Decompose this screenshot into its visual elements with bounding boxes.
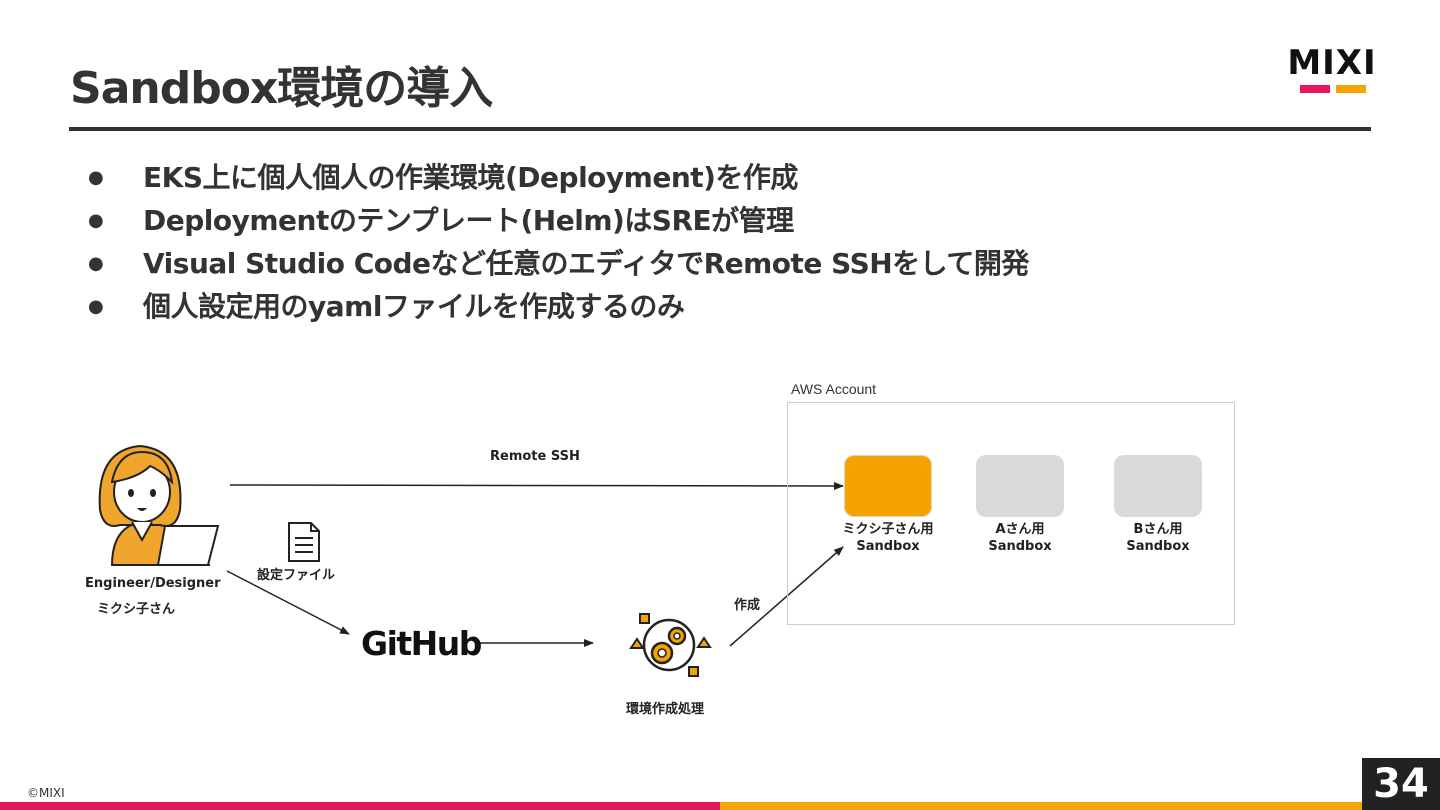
page-number: 34 xyxy=(1362,758,1440,810)
sandbox-owner: Aさん用 xyxy=(995,522,1045,537)
sandbox-b xyxy=(1114,455,1202,517)
sandbox-mikushiko xyxy=(844,455,932,517)
copyright: ©MIXI xyxy=(27,786,65,800)
sandbox-label: ミクシ子さん用 Sandbox xyxy=(828,521,948,555)
bullet-text: EKS上に個人個人の作業環境(Deployment)を作成 xyxy=(143,161,798,194)
remote-ssh-label: Remote SSH xyxy=(490,449,580,464)
bullet-marker: ● xyxy=(88,167,104,188)
title-underline xyxy=(69,127,1371,131)
sandbox-name: Sandbox xyxy=(1126,539,1190,554)
config-file-label: 設定ファイル xyxy=(257,568,336,583)
process-to-sandbox-arrow xyxy=(729,546,844,647)
remote-ssh-arrow xyxy=(229,481,844,490)
bullet-text: Deploymentのテンプレート(Helm)はSREが管理 xyxy=(143,204,794,237)
bullet-item: ● EKS上に個人個人の作業環境(Deployment)を作成 xyxy=(88,156,1029,199)
bullet-text: Visual Studio Codeなど任意のエディタでRemote SSHをし… xyxy=(143,247,1029,280)
engineer-role-label: Engineer/Designer xyxy=(85,576,221,591)
bullet-text: 個人設定用のyamlファイルを作成するのみ xyxy=(143,290,685,323)
bullet-marker: ● xyxy=(88,253,104,274)
aws-account-label: AWS Account xyxy=(791,381,877,397)
laptop-icon xyxy=(140,525,220,566)
logo-bar-pink xyxy=(1300,85,1330,93)
sandbox-a xyxy=(976,455,1064,517)
bullet-item: ● Deploymentのテンプレート(Helm)はSREが管理 xyxy=(88,199,1029,242)
sandbox-label: Bさん用 Sandbox xyxy=(1098,521,1218,555)
logo-bar-orange xyxy=(1336,85,1366,93)
mixi-logo: MIXI xyxy=(1282,46,1382,96)
bullet-item: ● Visual Studio Codeなど任意のエディタでRemote SSHを… xyxy=(88,242,1029,285)
create-label: 作成 xyxy=(734,598,761,613)
engineer-name-label: ミクシ子さん xyxy=(97,602,176,617)
github-logo: GitHub xyxy=(361,624,482,663)
footer-bar-orange xyxy=(720,802,1440,810)
logo-text: MIXI xyxy=(1287,43,1377,83)
bullet-item: ● 個人設定用のyamlファイルを作成するのみ xyxy=(88,285,1029,328)
process-label: 環境作成処理 xyxy=(626,702,705,717)
gears-icon xyxy=(629,613,712,677)
slide-title: Sandbox環境の導入 xyxy=(70,63,493,114)
sandbox-owner: Bさん用 xyxy=(1133,522,1183,537)
sandbox-owner: ミクシ子さん用 xyxy=(842,522,934,537)
config-to-github-arrow xyxy=(226,570,350,635)
sandbox-label: Aさん用 Sandbox xyxy=(960,521,1080,555)
sandbox-name: Sandbox xyxy=(988,539,1052,554)
footer-bar-pink xyxy=(0,802,720,810)
bullet-marker: ● xyxy=(88,210,104,231)
bullet-list: ● EKS上に個人個人の作業環境(Deployment)を作成 ● Deployme… xyxy=(88,156,1029,328)
aws-account-box xyxy=(787,402,1235,625)
document-icon xyxy=(288,522,320,562)
bullet-marker: ● xyxy=(88,296,104,317)
sandbox-name: Sandbox xyxy=(856,539,920,554)
